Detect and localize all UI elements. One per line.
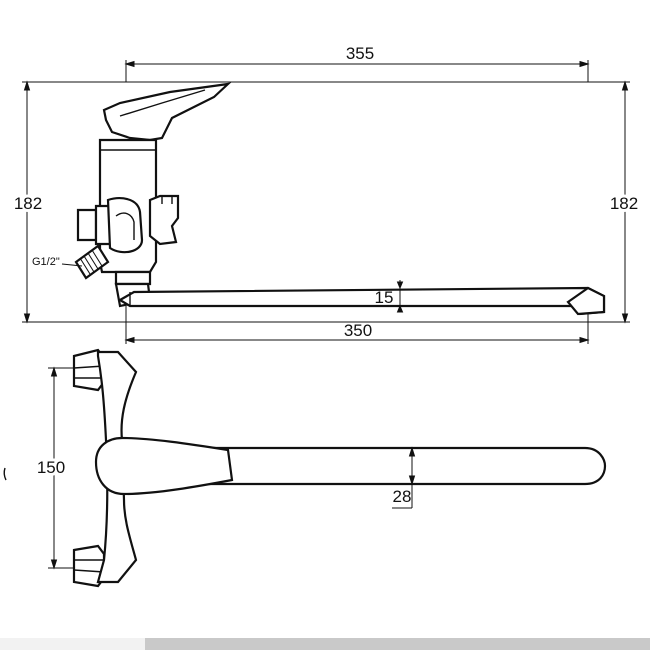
dimension-height-left: 182: [11, 80, 45, 324]
horizontal-scrollbar[interactable]: [0, 638, 650, 650]
dimension-label-spout-width: 28: [393, 487, 412, 506]
dimension-spout-length: 350: [124, 306, 590, 344]
dimension-label-height-right: 182: [610, 194, 638, 213]
dimension-total-length: 355: [124, 44, 590, 82]
eccentric-connector: [76, 208, 98, 242]
dimension-height-right: 182: [607, 80, 641, 324]
diverter-knob: [148, 194, 180, 246]
dimension-label-mount-spacing: 150: [37, 458, 65, 477]
scrollbar-thumb[interactable]: [145, 638, 650, 650]
dimension-mount-spacing: 150: [34, 366, 84, 570]
side-elevation-view: 355 182 182: [11, 44, 641, 344]
dimension-label-height-left: 182: [14, 194, 42, 213]
thread-fitting: G1/2": [32, 244, 110, 280]
plan-view: 150 28: [3, 348, 607, 588]
dimension-label-total-length: 355: [346, 44, 374, 63]
dimension-spout-gap: 15: [375, 280, 404, 313]
thread-label: G1/2": [32, 256, 60, 268]
plan-lever-handle: [94, 436, 234, 496]
dimension-spout-width: 28: [392, 446, 416, 509]
dimension-label-spout-length: 350: [344, 321, 372, 340]
plan-spout: [188, 446, 607, 486]
lever-handle: [102, 82, 232, 142]
spout: [117, 286, 606, 316]
dimension-label-spout-gap: 15: [375, 288, 394, 307]
